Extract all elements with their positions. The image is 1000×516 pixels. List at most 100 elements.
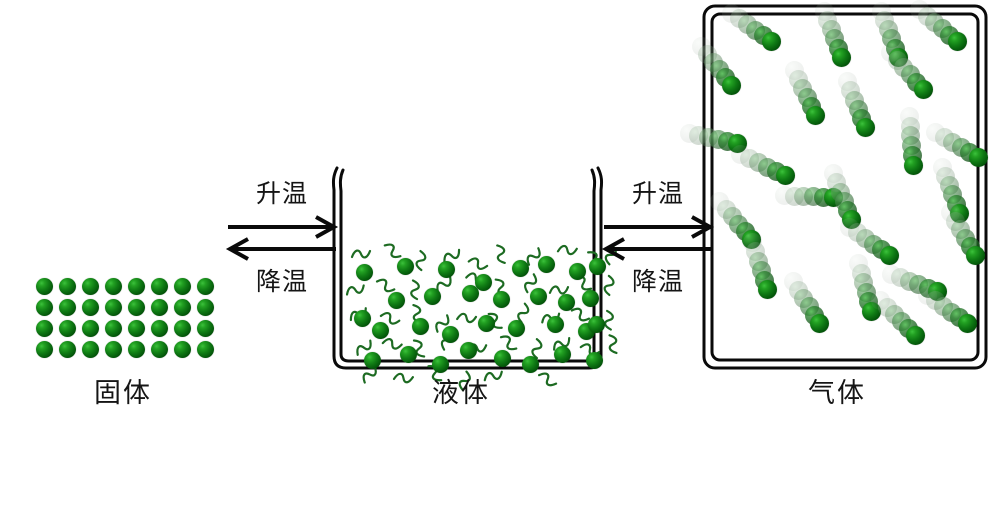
liquid-particle: [388, 292, 405, 309]
heating-label: 升温: [255, 179, 308, 208]
motion-trail-segment: [847, 223, 867, 243]
gas-particle-head: [806, 106, 825, 125]
motion-trail-segment: [946, 211, 966, 231]
motion-trail-segment: [731, 145, 751, 165]
motion-trail-segment: [849, 254, 869, 274]
motion-trail-segment: [837, 72, 857, 92]
gas-particle-head: [958, 314, 977, 333]
gas-container: [679, 0, 990, 372]
liquid-particle: [356, 264, 373, 281]
liquid-particle: [397, 258, 414, 275]
liquid-particle: [547, 316, 564, 333]
solid-particle: [197, 341, 214, 358]
gas-particle: [837, 72, 875, 137]
liquid-particle: [478, 315, 495, 332]
motion-trail-segment: [941, 203, 961, 223]
gas-particle-head: [950, 204, 969, 223]
arrow-right-icon: [604, 215, 715, 239]
motion-squiggle-icon: [492, 329, 521, 358]
gas-particle-head: [762, 32, 781, 51]
solid-particle: [128, 278, 145, 295]
liquid-particle: [432, 356, 449, 373]
motion-trail-segment: [934, 128, 954, 148]
motion-trail-segment: [789, 70, 809, 90]
liquid-particle: [508, 320, 525, 337]
solid-particle: [105, 278, 122, 295]
motion-squiggle-icon: [483, 306, 510, 334]
solid-particle: [151, 320, 168, 337]
motion-trail-segment: [740, 149, 760, 169]
motion-trail-segment: [785, 61, 805, 81]
gas-particle: [742, 233, 777, 299]
liquid-particle: [522, 356, 539, 373]
solid-particle: [105, 341, 122, 358]
motion-trail-segment: [926, 123, 946, 143]
liquid-particle: [589, 258, 606, 275]
motion-trail-segment: [827, 173, 847, 193]
motion-squiggle-icon: [481, 363, 506, 386]
motion-squiggle-icon: [454, 304, 480, 328]
liquid-particle: [530, 288, 547, 305]
motion-squiggle-icon: [464, 248, 493, 277]
transition-liquid-gas: 升温 降温: [598, 180, 718, 300]
motion-trail-segment: [936, 166, 956, 186]
motion-squiggle-icon: [409, 335, 434, 361]
motion-trail-segment: [878, 298, 898, 318]
motion-trail-segment: [851, 263, 871, 283]
motion-trail-segment: [890, 268, 910, 288]
motion-squiggle-icon: [406, 247, 431, 274]
motion-trail-segment: [716, 199, 736, 219]
motion-squiggle-icon: [514, 267, 543, 297]
gas-particle: [917, 285, 977, 333]
gas-particle: [871, 291, 925, 345]
gas-particle-head: [880, 246, 899, 265]
gas-particle: [910, 0, 967, 51]
cooling-label: 降温: [255, 267, 308, 296]
motion-squiggle-icon: [437, 241, 465, 268]
gas-particle: [899, 106, 923, 175]
motion-squiggle-icon: [598, 273, 624, 300]
gas-vessel-outline-icon: [702, 4, 988, 370]
gas-particle: [774, 186, 843, 207]
state-label-liquid: 液体: [432, 378, 490, 409]
liquid-beaker: [330, 160, 618, 392]
motion-squiggle-icon: [449, 366, 477, 395]
liquid-particle: [354, 310, 371, 327]
motion-trail-segment: [872, 1, 892, 21]
liquid-particle: [512, 260, 529, 277]
motion-squiggle-icon: [356, 361, 386, 390]
solid-particle: [36, 320, 53, 337]
motion-trail-segment: [900, 116, 920, 136]
motion-trail-segment: [881, 265, 901, 285]
solid-particle: [82, 341, 99, 358]
motion-trail-segment: [815, 1, 835, 21]
motion-squiggle-icon: [376, 237, 405, 267]
state-label-solid: 固体: [94, 378, 152, 409]
motion-trail-segment: [742, 233, 762, 253]
solid-particle: [197, 320, 214, 337]
gas-particle-head: [966, 246, 985, 265]
motion-trail-segment: [745, 242, 765, 262]
motion-squiggle-icon: [342, 276, 367, 300]
motion-squiggle-icon: [426, 307, 456, 337]
motion-trail-segment: [871, 291, 891, 311]
gas-particle-head: [914, 80, 933, 99]
solid-particle: [36, 278, 53, 295]
liquid-particle: [588, 316, 605, 333]
gas-particle: [785, 61, 825, 125]
gas-particle-head: [856, 118, 875, 137]
liquid-particle: [475, 274, 492, 291]
solid-particle: [174, 278, 191, 295]
solid-particle: [151, 299, 168, 316]
motion-trail-segment: [789, 280, 809, 300]
gas-particle-head: [969, 148, 988, 167]
liquid-particle: [412, 318, 429, 335]
motion-trail-segment: [689, 125, 709, 145]
motion-trail-segment: [784, 186, 804, 206]
motion-squiggle-icon: [379, 328, 407, 355]
solid-particle: [128, 341, 145, 358]
solid-particle: [174, 299, 191, 316]
motion-squiggle-icon: [348, 332, 377, 360]
state-label-gas: 气体: [808, 378, 866, 409]
motion-squiggle-icon: [372, 269, 402, 299]
